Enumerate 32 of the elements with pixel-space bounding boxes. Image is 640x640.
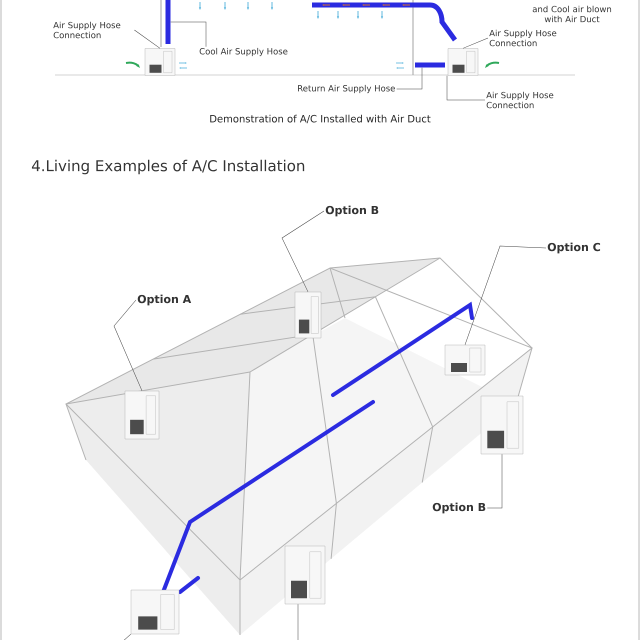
- hose: [166, 0, 170, 44]
- air-conditioner-unit: [294, 292, 322, 338]
- callout-label: Option C: [548, 242, 600, 254]
- leader-line: [134, 30, 160, 49]
- callout-label: Cool Air Supply Hose: [200, 48, 288, 56]
- section-title: 4.Living Examples of A/C Installation: [32, 160, 304, 174]
- leader-line: [487, 454, 502, 508]
- leader-line: [396, 67, 422, 90]
- callout-label: Air Supply Hose Connection: [53, 22, 120, 38]
- leader-line: [446, 75, 486, 100]
- leader-line: [170, 22, 206, 47]
- callout-label: Option B: [432, 502, 486, 514]
- leader-line: [122, 634, 132, 640]
- callout-label: Return Air Supply Hose: [298, 84, 395, 94]
- note-text: and Cool air blown with Air Duct: [532, 6, 612, 22]
- leader-line: [282, 210, 324, 292]
- callout-label: Air Supply Hose Connection: [489, 30, 556, 46]
- leader-line: [114, 300, 142, 392]
- callout-label: Option B: [326, 206, 378, 216]
- leader-line: [464, 246, 546, 346]
- air-conditioner-unit: [144, 48, 176, 76]
- hose: [415, 62, 445, 68]
- air-conditioner-unit: [130, 590, 180, 634]
- air-conditioner-unit: [448, 48, 478, 76]
- leader-line: [462, 38, 488, 49]
- air-conditioner-unit: [444, 344, 486, 376]
- callout-label: Option A: [138, 294, 192, 306]
- air-conditioner-unit: [284, 546, 326, 604]
- air-conditioner-unit: [124, 390, 160, 440]
- air-conditioner-unit: [480, 396, 524, 454]
- callout-label: Air Supply Hose Connection: [486, 92, 554, 108]
- caption: Demonstration of A/C Installed with Air Duct: [210, 114, 431, 124]
